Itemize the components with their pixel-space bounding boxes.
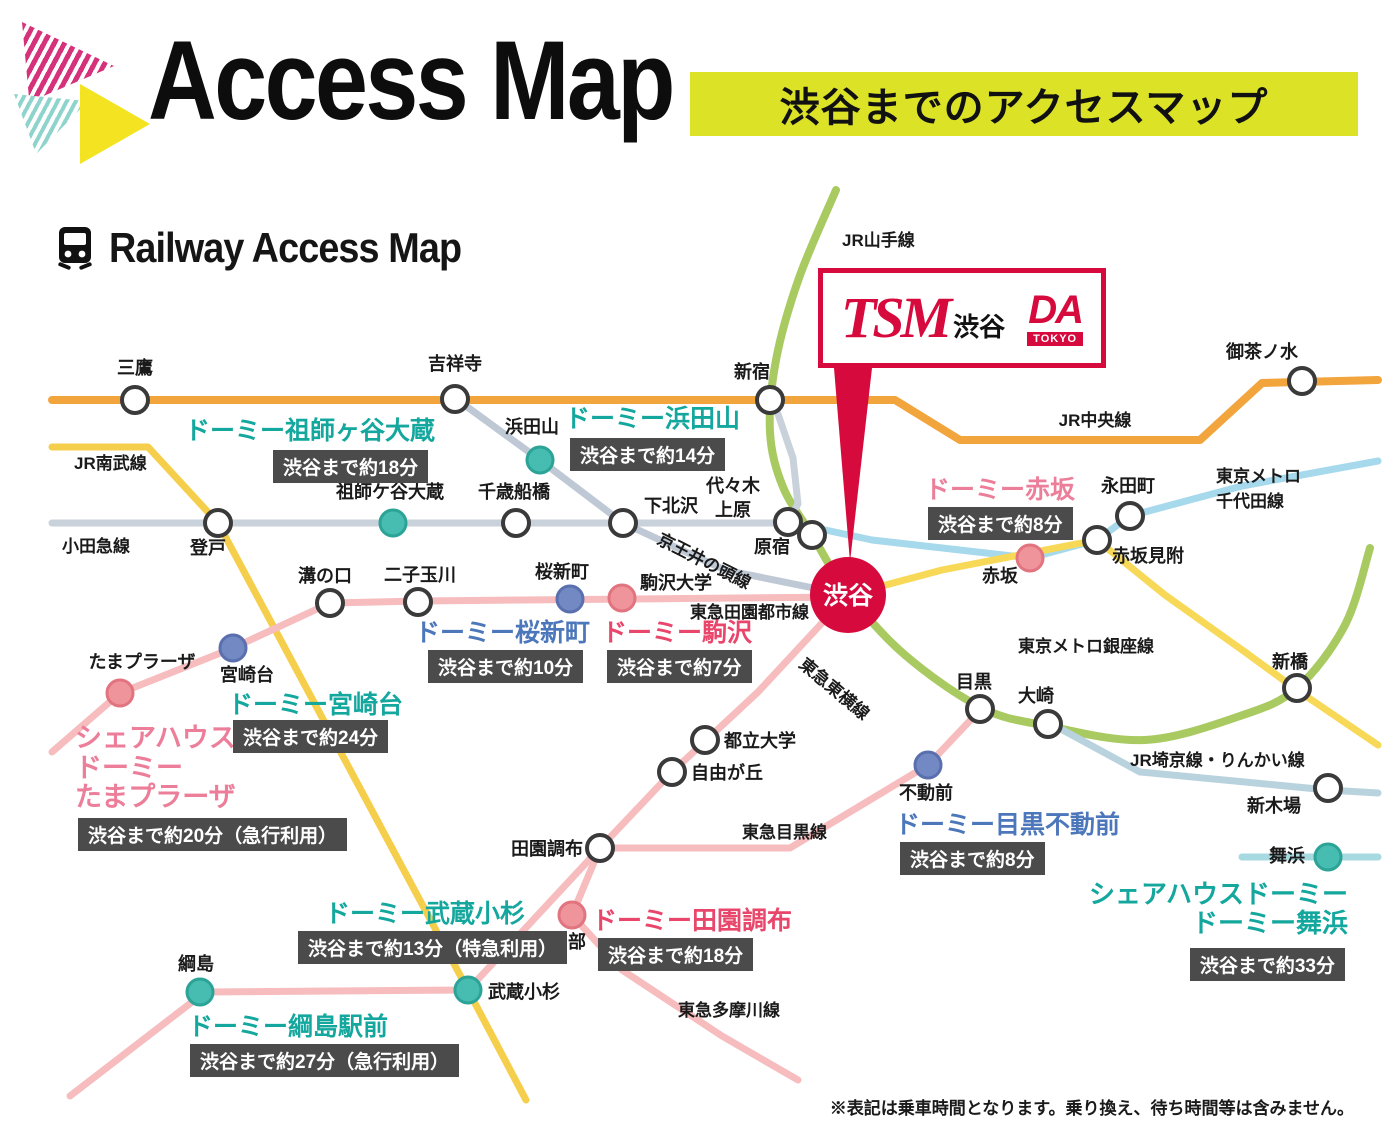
station-二子玉川 xyxy=(403,587,433,617)
map-label-JR中央線: JR中央線 xyxy=(1059,410,1132,430)
map-label-新宿: 新宿 xyxy=(734,361,770,382)
station-宮崎台 xyxy=(218,633,248,663)
rail-line-jr-saikyo-rinkai xyxy=(1044,718,1382,797)
train-icon xyxy=(58,227,92,270)
map-label-武蔵小杉: 武蔵小杉 xyxy=(488,981,560,1002)
da-tokyo-logo: DA TOKYO xyxy=(1027,288,1084,346)
map-label-東京メトロ銀座線: 東京メトロ銀座線 xyxy=(1018,636,1154,656)
rail-line-tokyu-denentoshi xyxy=(48,593,852,756)
page-subtitle-banner: 渋谷までのアクセスマップ xyxy=(690,72,1358,136)
station-駒沢大学 xyxy=(607,583,637,613)
station-千歳船橋 xyxy=(501,508,531,538)
map-label-桜新町: 桜新町 xyxy=(535,561,589,582)
station-浜田山 xyxy=(525,445,555,475)
station-沼部 xyxy=(557,900,587,930)
map-label-東急田園都市線: 東急田園都市線 xyxy=(690,602,809,622)
station-新木場 xyxy=(1313,773,1343,803)
station-目黒 xyxy=(965,694,995,724)
footnote: ※表記は乗車時間となります。乗り換え、待ち時間等は含みません。 xyxy=(829,1099,1354,1118)
station-新宿 xyxy=(755,385,785,415)
rail-line-tokyu-tamagawa xyxy=(568,844,802,1084)
station-大崎 xyxy=(1033,709,1063,739)
station-三鷹 xyxy=(120,385,150,415)
station-登戸 xyxy=(203,508,233,538)
map-label-千歳船橋: 千歳船橋 xyxy=(478,481,551,502)
map-label-赤坂: 赤坂 xyxy=(982,566,1019,586)
map-label-不動前: 不動前 xyxy=(899,782,953,803)
station-祖師ケ谷大蔵 xyxy=(378,508,408,538)
map-label-登戸: 登戸 xyxy=(189,537,226,558)
map-label-溝の口: 溝の口 xyxy=(298,565,352,586)
station-たまプラーザ xyxy=(105,678,135,708)
map-label-舞浜: 舞浜 xyxy=(1269,845,1305,866)
map-label-宮崎台: 宮崎台 xyxy=(220,664,274,685)
page-title: Access Map xyxy=(148,18,675,143)
map-label-小田急線: 小田急線 xyxy=(62,536,130,556)
map-label-東急東横線: 東急東横線 xyxy=(795,654,873,724)
map-label-大崎: 大崎 xyxy=(1018,685,1054,706)
station-赤坂見附 xyxy=(1082,525,1112,555)
map-label-二子玉川: 二子玉川 xyxy=(384,565,456,585)
map-label-新木場: 新木場 xyxy=(1247,795,1301,816)
tsm-logo-text: TSM xyxy=(840,284,952,350)
station-代々木上原 xyxy=(773,507,803,537)
station-永田町 xyxy=(1115,501,1145,531)
station-吉祥寺 xyxy=(440,384,470,414)
map-label-自由が丘: 自由が丘 xyxy=(691,762,763,783)
map-label-赤坂見附: 赤坂見附 xyxy=(1112,545,1184,566)
rail-line-tokyu-meguro xyxy=(596,706,984,852)
section-heading: Railway Access Map xyxy=(55,224,500,272)
station-都立大学 xyxy=(690,725,720,755)
station-田園調布 xyxy=(585,833,615,863)
map-label-代々木: 代々木上原 xyxy=(705,475,761,520)
station-下北沢 xyxy=(608,508,638,538)
map-label-沼部: 沼部 xyxy=(550,931,586,952)
da-logo-tokyo: TOKYO xyxy=(1027,332,1084,346)
da-logo-text: DA xyxy=(1028,288,1084,332)
map-label-祖師ケ谷大蔵: 祖師ケ谷大蔵 xyxy=(335,481,444,502)
tsm-da-logo-box: TSM 渋谷 DA TOKYO xyxy=(818,268,1106,368)
rail-line-jr-chuo xyxy=(48,376,1382,444)
map-label-吉祥寺: 吉祥寺 xyxy=(428,353,482,374)
map-label-永田町: 永田町 xyxy=(1100,475,1155,496)
logo-pointer xyxy=(834,368,872,562)
station-桜新町 xyxy=(555,584,585,614)
station-label-渋谷: 渋谷 xyxy=(823,582,874,610)
map-label-新橋: 新橋 xyxy=(1272,651,1309,672)
section-title: Railway Access Map xyxy=(109,224,462,271)
station-御茶ノ水 xyxy=(1287,366,1317,396)
map-label-都立大学: 都立大学 xyxy=(723,730,796,751)
map-label-JR南武線: JR南武線 xyxy=(74,453,147,473)
tsm-logo: TSM 渋谷 xyxy=(840,284,1006,350)
station-舞浜 xyxy=(1313,842,1343,872)
map-label-目黒: 目黒 xyxy=(956,672,992,692)
station-溝の口 xyxy=(315,588,345,618)
map-label-東京メトロ: 東京メトロ千代田線 xyxy=(1216,466,1301,511)
map-label-三鷹: 三鷹 xyxy=(117,357,153,378)
station-新橋 xyxy=(1282,673,1312,703)
station-自由が丘 xyxy=(657,757,687,787)
map-label-JR埼京線・りんかい線: JR埼京線・りんかい線 xyxy=(1130,750,1305,770)
tsm-logo-shibuya: 渋谷 xyxy=(953,312,1006,343)
map-label-JR山手線: JR山手線 xyxy=(842,230,915,250)
map-label-たまプラーザ: たまプラーザ xyxy=(88,651,195,672)
map-label-浜田山: 浜田山 xyxy=(505,417,559,437)
map-label-下北沢: 下北沢 xyxy=(644,495,699,516)
station-渋谷 xyxy=(810,557,886,633)
rail-line-jr-yamanote xyxy=(765,186,1374,745)
map-label-原宿: 原宿 xyxy=(754,536,790,557)
station-武蔵小杉 xyxy=(453,975,483,1005)
map-label-綱島: 綱島 xyxy=(178,953,214,974)
map-label-御茶ノ水: 御茶ノ水 xyxy=(1225,341,1299,362)
station-赤坂 xyxy=(1015,543,1045,573)
map-label-田園調布: 田園調布 xyxy=(511,838,583,859)
station-不動前 xyxy=(913,750,943,780)
station-綱島 xyxy=(185,977,215,1007)
map-label-東急目黒線: 東急目黒線 xyxy=(742,822,827,842)
station-原宿 xyxy=(797,520,827,550)
map-label-東急多摩川線: 東急多摩川線 xyxy=(678,1000,780,1020)
map-label-駒沢大学: 駒沢大学 xyxy=(640,572,712,593)
